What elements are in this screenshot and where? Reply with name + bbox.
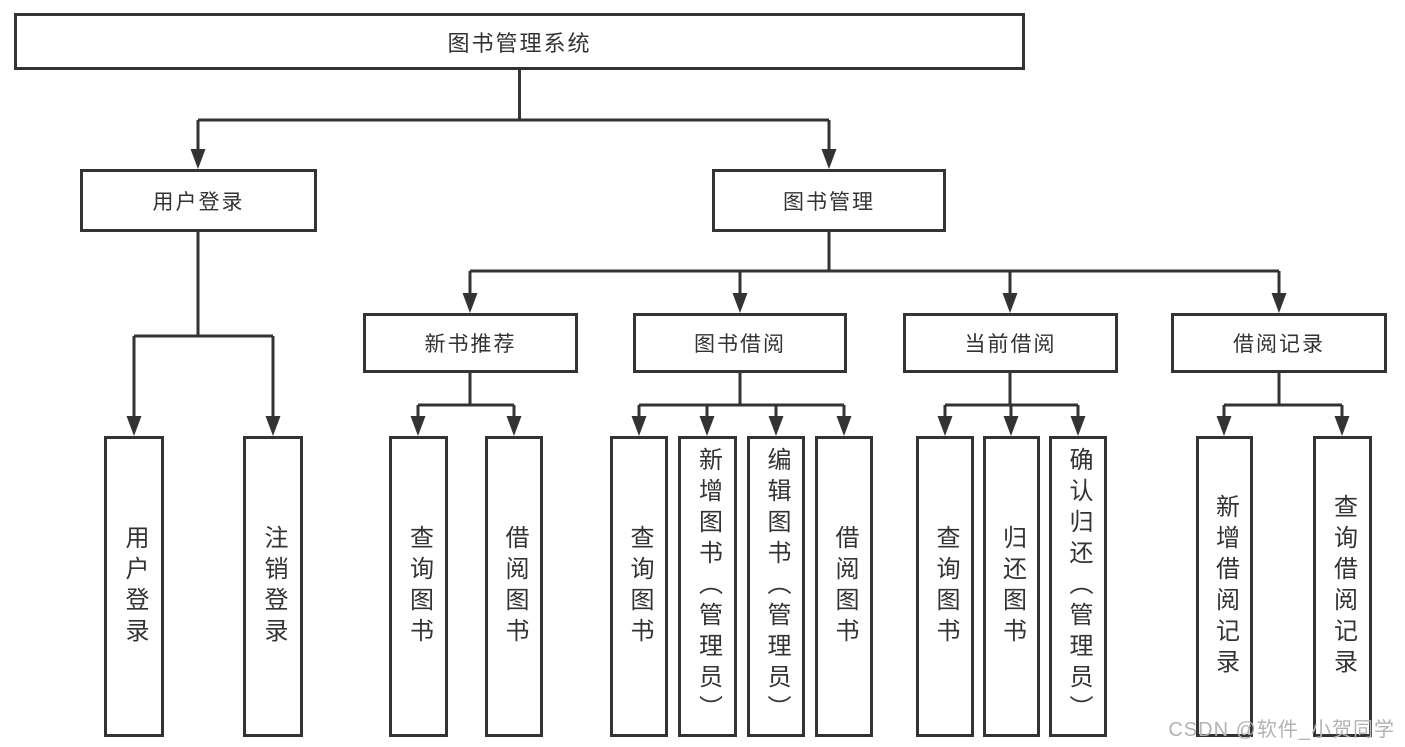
arrowhead-icon <box>732 293 748 313</box>
node-new-book-recommend-label: 新书推荐 <box>424 333 517 356</box>
leaf-records-query-record: 查询借阅记录 <box>1313 436 1372 737</box>
leaf-current-query-books: 查询图书 <box>916 436 974 737</box>
node-borrowing-records: 借阅记录 <box>1171 313 1387 373</box>
leaf-current-confirm-return: 确认归还（管理员） <box>1049 436 1107 737</box>
node-book-management-label: 图书管理 <box>783 190 875 214</box>
arrowhead-icon <box>126 416 142 436</box>
leaf-borrowing-borrow-books: 借阅图书 <box>815 436 873 737</box>
arrowhead-icon <box>1334 416 1350 436</box>
arrowhead-icon <box>1003 416 1019 436</box>
arrowhead-icon <box>937 416 953 436</box>
arrowhead-icon <box>1216 416 1232 436</box>
leaf-borrowing-query-books: 查询图书 <box>610 436 668 737</box>
node-book-borrowing: 图书借阅 <box>633 313 847 373</box>
arrowhead-icon <box>190 149 206 169</box>
leaf-user-login-label: 用户登录 <box>121 524 148 649</box>
connector-line <box>1222 373 1344 426</box>
leaf-recommend-borrow-books-label: 借阅图书 <box>501 524 528 649</box>
leaf-borrowing-edit-books: 编辑图书（管理员） <box>747 436 805 737</box>
connector-group <box>410 373 522 436</box>
connector-line <box>132 232 275 426</box>
connector-group <box>1216 373 1350 436</box>
leaf-borrowing-add-books: 新增图书（管理员） <box>678 436 737 737</box>
arrowhead-icon <box>462 293 478 313</box>
leaf-current-confirm-return-label: 确认归还（管理员） <box>1065 447 1092 726</box>
arrowhead-icon <box>1271 293 1287 313</box>
leaf-records-query-record-label: 查询借阅记录 <box>1329 493 1357 680</box>
arrowhead-icon <box>1002 293 1018 313</box>
arrowhead-icon <box>631 416 647 436</box>
arrowhead-icon <box>836 416 852 436</box>
connector-group <box>937 373 1086 436</box>
connector-group <box>631 373 852 436</box>
node-user-login-label: 用户登录 <box>152 190 245 214</box>
leaf-borrowing-borrow-books-label: 借阅图书 <box>831 524 858 649</box>
node-current-borrowing-label: 当前借阅 <box>964 333 1057 356</box>
leaf-user-login: 用户登录 <box>104 436 164 737</box>
leaf-logout-label: 注销登录 <box>260 524 287 649</box>
connector-group <box>190 70 837 169</box>
arrowhead-icon <box>821 149 837 169</box>
connector-line <box>196 70 831 159</box>
node-current-borrowing: 当前借阅 <box>903 313 1118 373</box>
leaf-borrowing-edit-books-label: 编辑图书（管理员） <box>763 447 790 726</box>
leaf-recommend-borrow-books: 借阅图书 <box>485 436 543 737</box>
node-user-login: 用户登录 <box>80 169 317 232</box>
node-root-label: 图书管理系统 <box>447 30 592 56</box>
connector-line <box>943 373 1080 426</box>
leaf-logout: 注销登录 <box>243 436 303 737</box>
leaf-current-query-books-label: 查询图书 <box>932 524 959 649</box>
leaf-records-add-record-label: 新增借阅记录 <box>1211 493 1239 680</box>
connector-group <box>462 232 1287 313</box>
arrowhead-icon <box>1070 416 1086 436</box>
leaf-current-return-books-label: 归还图书 <box>998 524 1026 649</box>
leaf-borrowing-query-books-label: 查询图书 <box>626 524 653 649</box>
connector-group <box>126 232 281 436</box>
arrowhead-icon <box>699 416 715 436</box>
leaf-current-return-books: 归还图书 <box>983 436 1040 737</box>
leaf-recommend-query-books: 查询图书 <box>389 436 448 737</box>
connector-line <box>416 373 516 426</box>
node-borrowing-records-label: 借阅记录 <box>1233 333 1325 356</box>
node-root: 图书管理系统 <box>14 13 1025 70</box>
leaf-borrowing-add-books-label: 新增图书（管理员） <box>694 447 722 726</box>
csdn-watermark: CSDN @软件_小贺同学 <box>1168 719 1395 741</box>
connector-line <box>637 373 846 426</box>
node-book-borrowing-label: 图书借阅 <box>694 333 786 356</box>
leaf-recommend-query-books-label: 查询图书 <box>405 524 433 649</box>
node-new-book-recommend: 新书推荐 <box>363 313 578 373</box>
arrowhead-icon <box>265 416 281 436</box>
arrowhead-icon <box>410 416 426 436</box>
arrowhead-icon <box>768 416 784 436</box>
arrowhead-icon <box>506 416 522 436</box>
leaf-records-add-record: 新增借阅记录 <box>1196 436 1253 737</box>
node-book-management: 图书管理 <box>712 169 946 232</box>
connector-line <box>468 232 1281 303</box>
